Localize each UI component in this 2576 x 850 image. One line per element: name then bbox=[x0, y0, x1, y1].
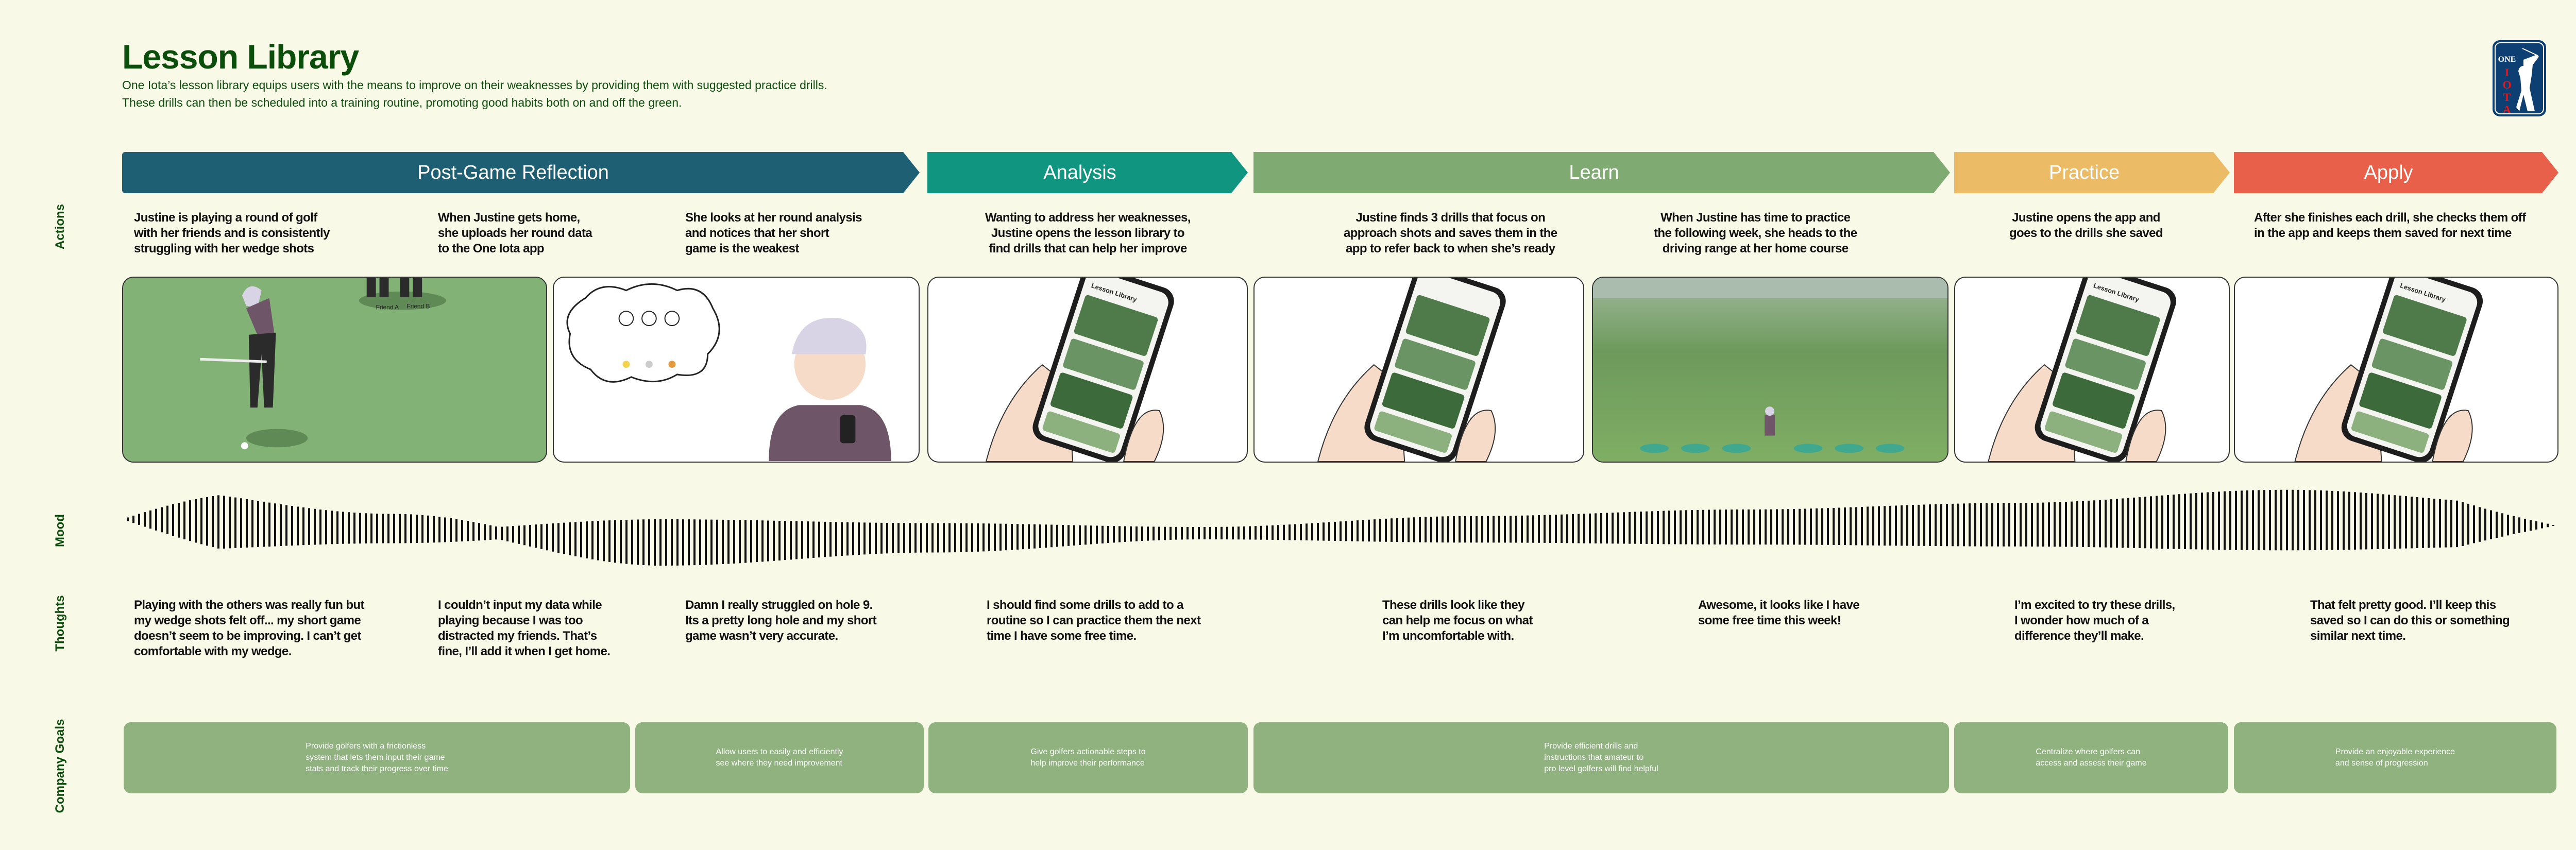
storyboard-panel-driving-range bbox=[1592, 277, 1948, 463]
phase-label: Post-Game Reflection bbox=[417, 161, 609, 183]
phase-label: Learn bbox=[1569, 161, 1619, 183]
storyboard-panel-phone-lesson-library: Lesson Library bbox=[927, 277, 1248, 463]
mood-waveform bbox=[127, 489, 2554, 566]
goal-text: Centralize where golfers can access and … bbox=[2036, 747, 2147, 768]
action-text: When Justine gets home, she uploads her … bbox=[438, 211, 592, 256]
goal-text: Provide an enjoyable experience and sens… bbox=[2335, 747, 2455, 768]
phase-label: Practice bbox=[2048, 161, 2120, 183]
phone-in-hand-illustration: Lesson Library bbox=[2294, 278, 2483, 462]
goal-text: Allow users to easily and efficiently se… bbox=[716, 747, 843, 768]
svg-text:T: T bbox=[2503, 91, 2511, 104]
action-text: She looks at her round analysis and noti… bbox=[685, 211, 862, 256]
thought-text: That felt pretty good. I’ll keep this sa… bbox=[2310, 598, 2510, 643]
row-label-actions: Actions bbox=[53, 203, 67, 250]
action-text: When Justine has time to practice the fo… bbox=[1654, 211, 1857, 256]
golfer-illustration: Friend A Friend B bbox=[123, 278, 546, 462]
goal-text: Provide efficient drills and instruction… bbox=[1544, 742, 1658, 773]
page-subtitle-line-2: These drills can then be scheduled into … bbox=[122, 96, 682, 109]
action-text: Justine finds 3 drills that focus on app… bbox=[1344, 211, 1557, 256]
storyboard-panel-golfer: Friend A Friend B bbox=[122, 277, 547, 463]
row-label-company-goals: Company Goals bbox=[53, 719, 67, 813]
storyboard-panel-phone-saved-drills: Lesson Library bbox=[1954, 277, 2230, 463]
phase-post-game-reflection: Post-Game Reflection bbox=[122, 152, 920, 193]
company-goal-box: Provide an enjoyable experience and sens… bbox=[2234, 722, 2556, 793]
friend-b-label: Friend B bbox=[406, 302, 430, 310]
row-label-mood: Mood bbox=[53, 514, 67, 547]
phase-analysis: Analysis bbox=[927, 152, 1248, 193]
friend-a-label: Friend A bbox=[376, 303, 399, 311]
action-text: Wanting to address her weaknesses, Justi… bbox=[985, 211, 1191, 256]
one-iota-logo: ONE I O T A bbox=[2492, 39, 2549, 121]
company-goal-box: Give golfers actionable steps to help im… bbox=[928, 722, 1248, 793]
phase-learn: Learn bbox=[1253, 152, 1950, 193]
company-goal-box: Allow users to easily and efficiently se… bbox=[635, 722, 924, 793]
page-title: Lesson Library bbox=[122, 38, 359, 76]
svg-text:O: O bbox=[2502, 78, 2511, 91]
goal-text: Give golfers actionable steps to help im… bbox=[1030, 747, 1146, 768]
goal-text: Provide golfers with a frictionless syst… bbox=[306, 742, 448, 773]
thought-text: Damn I really struggled on hole 9. Its a… bbox=[685, 598, 877, 643]
svg-text:I: I bbox=[2505, 66, 2510, 79]
action-text: Justine opens the app and goes to the dr… bbox=[2009, 211, 2163, 240]
thought-text: These drills look like they can help me … bbox=[1382, 598, 1533, 643]
storyboard-panel-phone-checking-drills: Lesson Library bbox=[2234, 277, 2558, 463]
thought-text: Awesome, it looks like I have some free … bbox=[1698, 598, 1860, 627]
company-goal-box: Provide efficient drills and instruction… bbox=[1253, 722, 1949, 793]
phase-apply: Apply bbox=[2234, 152, 2558, 193]
phase-label: Apply bbox=[2364, 161, 2413, 183]
storyboard-panel-phone-saving-drills bbox=[1253, 277, 1584, 463]
storyboard-panel-analysis-thought bbox=[553, 277, 920, 463]
phone-in-hand-illustration bbox=[1317, 278, 1506, 462]
phone-in-hand-illustration: Lesson Library bbox=[1988, 278, 2176, 462]
page-subtitle-line-1: One Iota’s lesson library equips users w… bbox=[122, 78, 827, 92]
round-analysis-illustration bbox=[566, 283, 891, 462]
logo-text-one: ONE bbox=[2498, 55, 2516, 64]
phone-in-hand-illustration: Lesson Library bbox=[986, 278, 1174, 462]
action-text: Justine is playing a round of golf with … bbox=[134, 211, 330, 256]
svg-text:A: A bbox=[2503, 103, 2511, 116]
thought-text: I’m excited to try these drills, I wonde… bbox=[2014, 598, 2175, 643]
company-goal-box: Provide golfers with a frictionless syst… bbox=[124, 722, 630, 793]
driving-range-illustration bbox=[1593, 278, 1947, 462]
phase-practice: Practice bbox=[1954, 152, 2230, 193]
phase-label: Analysis bbox=[1043, 161, 1116, 183]
company-goal-box: Centralize where golfers can access and … bbox=[1954, 722, 2228, 793]
thought-text: I should find some drills to add to a ro… bbox=[987, 598, 1201, 643]
action-text: After she finishes each drill, she check… bbox=[2254, 211, 2526, 240]
row-label-thoughts: Thoughts bbox=[53, 595, 67, 652]
thought-text: I couldn’t input my data while playing b… bbox=[438, 598, 611, 658]
thought-text: Playing with the others was really fun b… bbox=[134, 598, 364, 658]
